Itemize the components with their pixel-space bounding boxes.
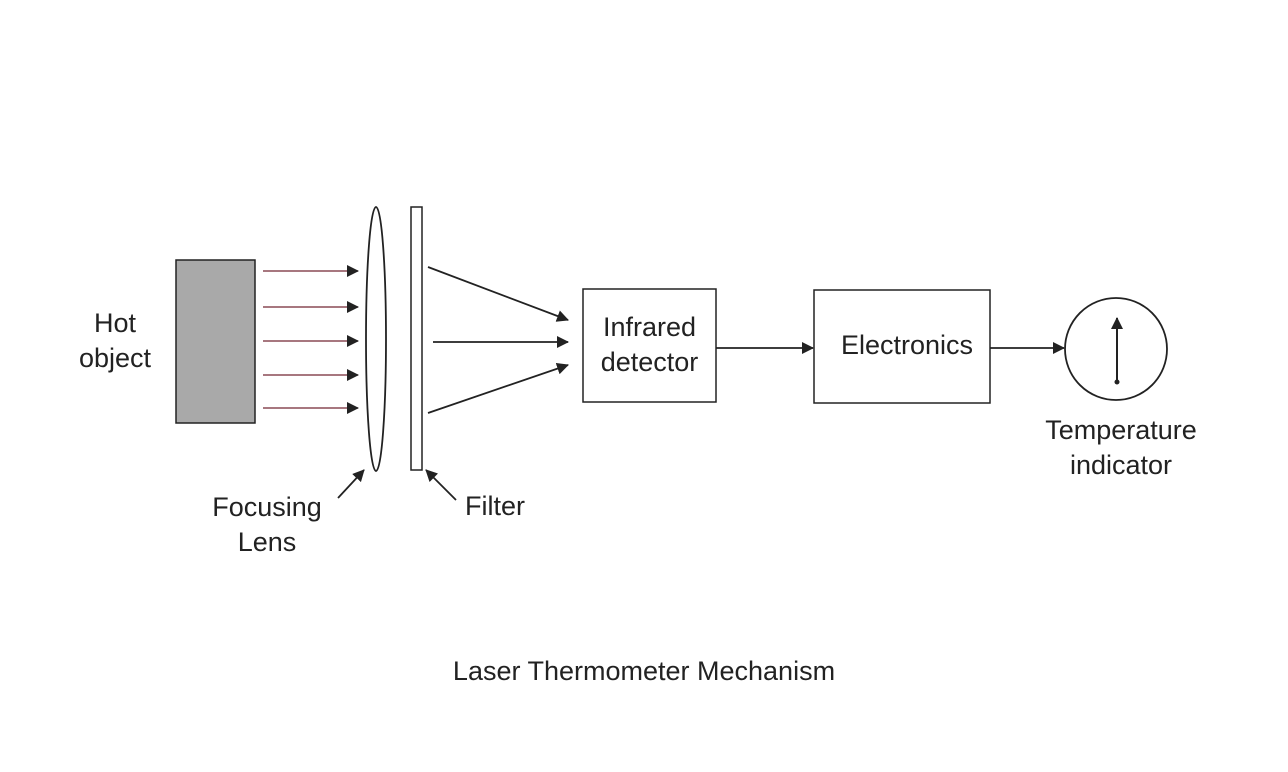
electronics-label-text: Electronics — [840, 330, 974, 360]
filter-label-text: Filter — [465, 491, 525, 521]
diagram-caption: Laser Thermometer Mechanism — [452, 656, 836, 686]
hot-object-label: Hot object — [60, 306, 170, 376]
infrared-detector-label: Infrared detector — [583, 310, 716, 380]
hot-object-block — [175, 259, 256, 424]
electronics-box — [813, 289, 991, 404]
infrared-detector-label-line1: Infrared — [602, 312, 697, 342]
filter-plate — [410, 206, 423, 471]
focusing-lens-label-line2: Lens — [237, 527, 297, 557]
focusing-lens-label-line1: Focusing — [212, 492, 322, 522]
focusing-lens-label: Focusing Lens — [197, 490, 337, 560]
lens-pointer-arrow — [337, 469, 365, 499]
incoming-rays — [263, 265, 359, 414]
filter-label: Filter — [465, 489, 525, 524]
temperature-indicator-label-line2: indicator — [1069, 450, 1173, 480]
converge-ray-bottom — [427, 362, 569, 414]
infrared-detector-box — [582, 288, 717, 403]
temperature-indicator-label-line1: Temperature — [1045, 415, 1197, 445]
hot-object-label-line2: object — [78, 343, 152, 373]
hot-object-label-line1: Hot — [93, 308, 137, 338]
filter-pointer-arrow — [425, 469, 457, 501]
temperature-indicator-label: Temperature indicator — [1030, 413, 1212, 483]
infrared-detector-label-line2: detector — [600, 347, 699, 377]
indicator-needle-pivot — [1114, 379, 1120, 385]
focusing-lens-shape — [365, 206, 387, 472]
converging-rays — [427, 266, 569, 414]
electronics-label: Electronics — [814, 328, 1000, 363]
converge-ray-top — [427, 266, 569, 322]
